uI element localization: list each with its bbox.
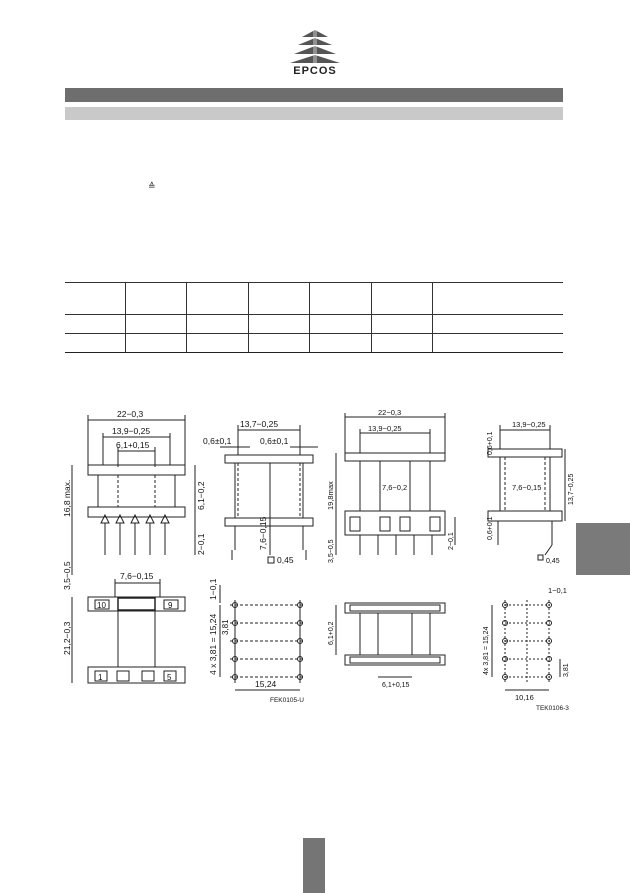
d5-pin-10: 10 <box>97 601 106 610</box>
d4-top-width: 13,9−0,25 <box>512 420 546 429</box>
d6-pitch-single: 3,81 <box>221 619 230 635</box>
drawing-front-view <box>71 415 196 575</box>
drawing-top-view <box>335 602 446 678</box>
d3-height-max: 19,8max <box>326 481 335 510</box>
table-header-row <box>65 282 563 315</box>
drawing-side-view <box>220 425 318 564</box>
epcos-tree-logo-icon <box>290 30 340 64</box>
d8-pitch-single: 3,81 <box>563 663 570 677</box>
d5-top-dim: 7,6−0,15 <box>120 571 154 581</box>
epcos-logo: EPCOS <box>282 28 348 80</box>
chapter-tab <box>576 523 630 575</box>
d5-pin-1: 1 <box>98 673 103 682</box>
page-number-box <box>303 838 325 893</box>
d4-core-dim: 7,6−0,15 <box>512 483 541 492</box>
d7-side-dim: 6,1+0,2 <box>328 621 335 645</box>
d5-pin-9: 9 <box>168 601 173 610</box>
d2-right-gap: 0,6±0,1 <box>260 436 289 446</box>
d2-left-gap: 0,6±0,1 <box>203 436 232 446</box>
d1-right-dim: 6,1−0,2 <box>196 481 206 510</box>
drawing-bottom-view <box>71 579 186 684</box>
d3-inner-width: 13,9−0,25 <box>368 424 402 433</box>
d8-code: TEK0106-3 <box>536 705 569 712</box>
d4-pin-square: 0,45 <box>546 558 560 565</box>
drawing-pin-pitch <box>219 585 305 691</box>
pin-heads <box>100 513 170 524</box>
d1-bottom-dim: 3,5−0,5 <box>62 561 72 590</box>
d6-code: FEK0105-U <box>270 697 304 704</box>
d3-right-dim: 2−0,1 <box>448 532 455 550</box>
d5-pin-5: 5 <box>167 673 172 682</box>
d3-top-width: 22−0,3 <box>378 408 401 417</box>
d7-bottom-dim: 6,1+0,15 <box>382 682 410 689</box>
title-bar <box>65 88 563 102</box>
drawing-side-view-2 <box>487 425 566 561</box>
drawings-svg: 22−0,3 13,9−0,25 6,1+0,15 16,8 max. 6,1−… <box>62 408 575 712</box>
d8-pitch-dim: 4x 3,81 = 15,24 <box>483 626 490 675</box>
table-row <box>65 333 563 353</box>
d5-height-dim: 21,2−0,3 <box>62 621 72 655</box>
d2-center-dim: 7,6−0,15 <box>258 516 268 550</box>
drawing-pin-pitch-2 <box>491 600 561 691</box>
d2-top-width: 13,7−0,25 <box>240 419 278 429</box>
d1-width-top: 22−0,3 <box>117 409 144 419</box>
d1-height-max: 16,8 max. <box>62 480 72 517</box>
d3-bottom-dim: 3,5−0,5 <box>328 539 335 563</box>
d8-top-dim: 1−0,1 <box>548 586 567 595</box>
drawing-front-view-2 <box>335 413 456 555</box>
logo-text: EPCOS <box>293 65 337 77</box>
subtitle-bar <box>65 107 563 120</box>
d2-pin-square: 0,45 <box>277 555 294 565</box>
technical-drawings: 22−0,3 13,9−0,25 6,1+0,15 16,8 max. 6,1−… <box>60 405 580 715</box>
d6-pitch-dim: 4 x 3,81 = 15,24 <box>208 614 218 675</box>
d4-side-dim: 0,6+0,1 <box>487 431 494 455</box>
spec-table <box>65 282 563 353</box>
d6-top-dim: 1−0,1 <box>208 578 218 600</box>
d1-slot-width: 6,1+0,15 <box>116 440 150 450</box>
correspondence-symbol: ≙ <box>148 181 156 191</box>
d1-inner-width: 13,9−0,25 <box>112 426 150 436</box>
d3-core-dim: 7,6−0,2 <box>382 483 407 492</box>
d8-bottom-dim: 10,16 <box>515 693 534 702</box>
d4-height-dim: 13,7−0,25 <box>568 474 575 505</box>
table-row <box>65 314 563 334</box>
d4-lower-side: 0,6+0,1 <box>487 516 494 540</box>
d1-pin-dim: 2−0,1 <box>196 533 206 555</box>
d6-bottom-dim: 15,24 <box>255 679 277 689</box>
